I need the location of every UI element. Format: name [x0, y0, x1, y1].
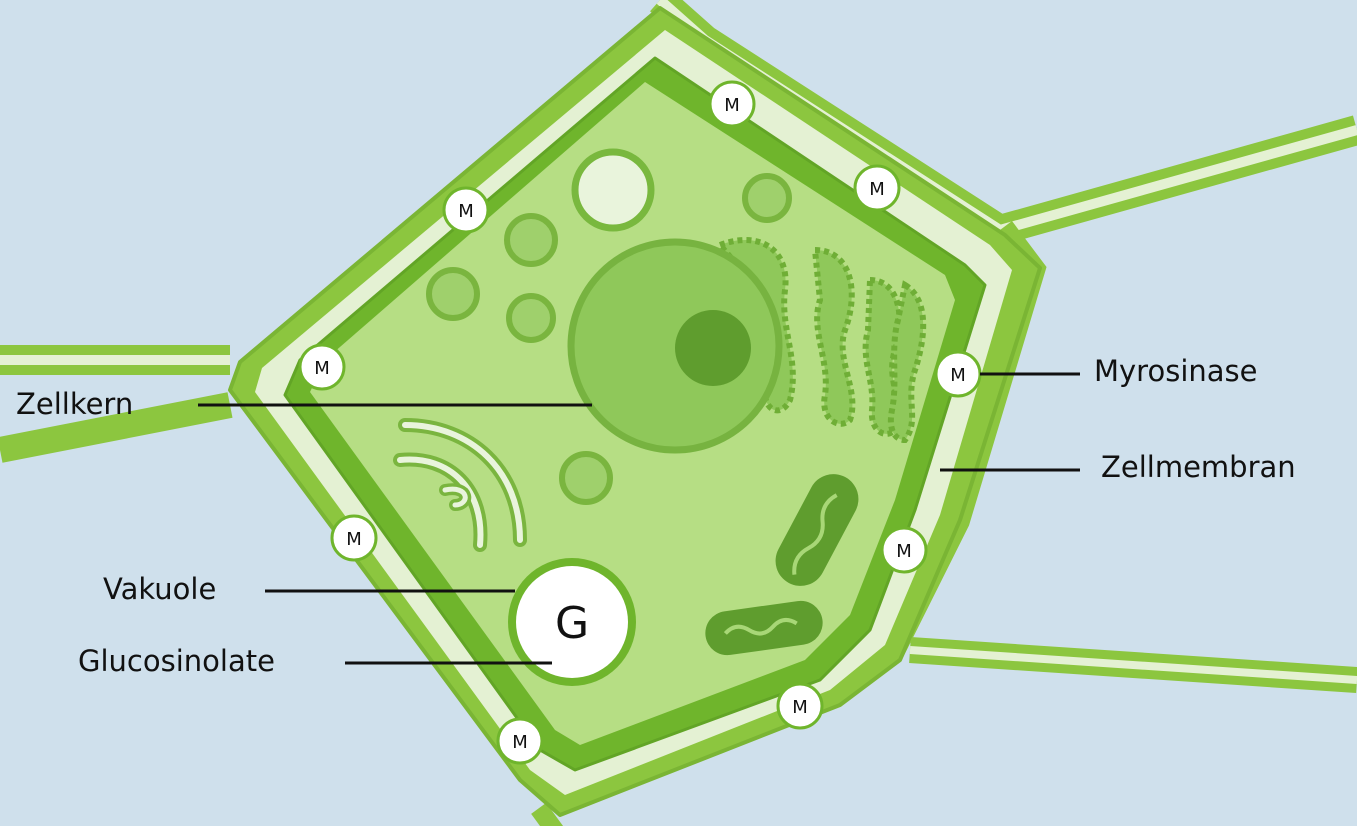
glucosinolate-letter: G: [555, 598, 589, 649]
myrosinase-marker: M: [444, 188, 488, 232]
myrosinase-marker: M: [855, 166, 899, 210]
myrosinase-marker: M: [710, 82, 754, 126]
marker-letter: M: [458, 201, 474, 222]
myrosinase-marker: M: [300, 345, 344, 389]
myrosinase-marker: M: [498, 719, 542, 763]
nucleus: [571, 242, 779, 450]
zellkern-label: Zellkern: [16, 390, 133, 419]
glucosinolate-label: Glucosinolate: [78, 647, 275, 676]
marker-letter: M: [792, 697, 808, 718]
marker-letter: M: [869, 179, 885, 200]
marker-letter: M: [950, 365, 966, 386]
vakuole-label: Vakuole: [103, 575, 216, 604]
marker-letter: M: [512, 732, 528, 753]
myrosinase-label: Myrosinase: [1094, 357, 1257, 386]
marker-letter: M: [896, 541, 912, 562]
marker-letter: M: [724, 95, 740, 116]
vacuole: G: [508, 558, 636, 686]
marker-letter: M: [314, 358, 330, 379]
myrosinase-marker: M: [936, 352, 980, 396]
myrosinase-marker: M: [332, 516, 376, 560]
myrosinase-marker: M: [778, 684, 822, 728]
myrosinase-marker: M: [882, 528, 926, 572]
marker-letter: M: [346, 529, 362, 550]
zellmembran-label: Zellmembran: [1101, 453, 1296, 482]
